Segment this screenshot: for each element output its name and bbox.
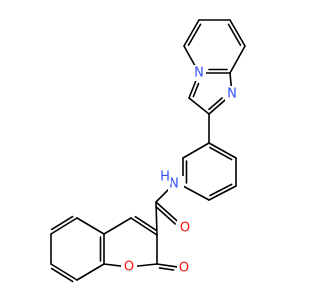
atom-n-imidazole: N xyxy=(225,86,239,102)
molecule-structure: N N N H O O O xyxy=(50,19,246,283)
atom-o-carbonyl-amide: O xyxy=(177,220,193,236)
bond-bz-2 xyxy=(50,217,78,235)
atom-label-layer: N N N H O O O xyxy=(121,65,239,276)
atom-nh-amide: N H xyxy=(159,170,184,192)
atom-o-carbonyl-lactone: O xyxy=(177,260,193,276)
bond-cm-1-second xyxy=(134,215,158,232)
svg-text:N: N xyxy=(169,177,179,192)
atom-o-ring: O xyxy=(121,259,137,275)
bond-co-1 xyxy=(155,201,181,225)
bond-co-2 xyxy=(155,201,158,236)
bond-ph-4 xyxy=(182,185,210,201)
bond-cm-7 xyxy=(156,263,178,268)
bond-co-1-second xyxy=(155,205,177,225)
bond-bz-5 xyxy=(76,263,105,281)
bond-ph-6 xyxy=(182,142,210,159)
bond-py-2 xyxy=(183,19,200,47)
bond-ph-1-second xyxy=(209,146,233,161)
svg-text:O: O xyxy=(180,221,190,236)
bond-bz-4 xyxy=(50,263,78,281)
svg-text:N: N xyxy=(227,87,237,102)
bond-py-1 xyxy=(183,45,197,68)
bond-py-5 xyxy=(229,45,246,74)
bond-im-1 xyxy=(229,72,233,88)
bond-py-4 xyxy=(229,19,246,47)
bond-py-4-second xyxy=(227,23,242,46)
bond-ph-1 xyxy=(208,142,237,159)
bond-py-2-second xyxy=(187,23,202,46)
bond-nh-2 xyxy=(155,188,170,203)
bond-bz-2-second xyxy=(50,215,74,231)
bond-cm-2 xyxy=(103,217,132,235)
bond-bz-1 xyxy=(76,217,105,235)
bond-ph-3 xyxy=(208,185,237,201)
bond-cm-4 xyxy=(103,263,123,267)
bond-im-3 xyxy=(188,97,210,115)
bond-im-2-second xyxy=(208,97,223,111)
atom-n-bridge: N xyxy=(192,65,206,81)
svg-text:H: H xyxy=(160,170,170,185)
bond-im-2 xyxy=(208,97,228,115)
svg-text:O: O xyxy=(124,260,134,275)
svg-text:O: O xyxy=(179,261,189,276)
svg-text:N: N xyxy=(194,66,204,81)
bond-cm-1 xyxy=(130,217,158,236)
bond-cm-7-second xyxy=(158,267,175,271)
bond-im-4 xyxy=(188,78,198,99)
bond-layer xyxy=(50,19,246,283)
bond-bz-4-second xyxy=(50,267,74,283)
bond-cm-5 xyxy=(135,263,158,268)
bond-im-4-second xyxy=(192,82,200,98)
bond-ph-3-second xyxy=(209,183,233,197)
